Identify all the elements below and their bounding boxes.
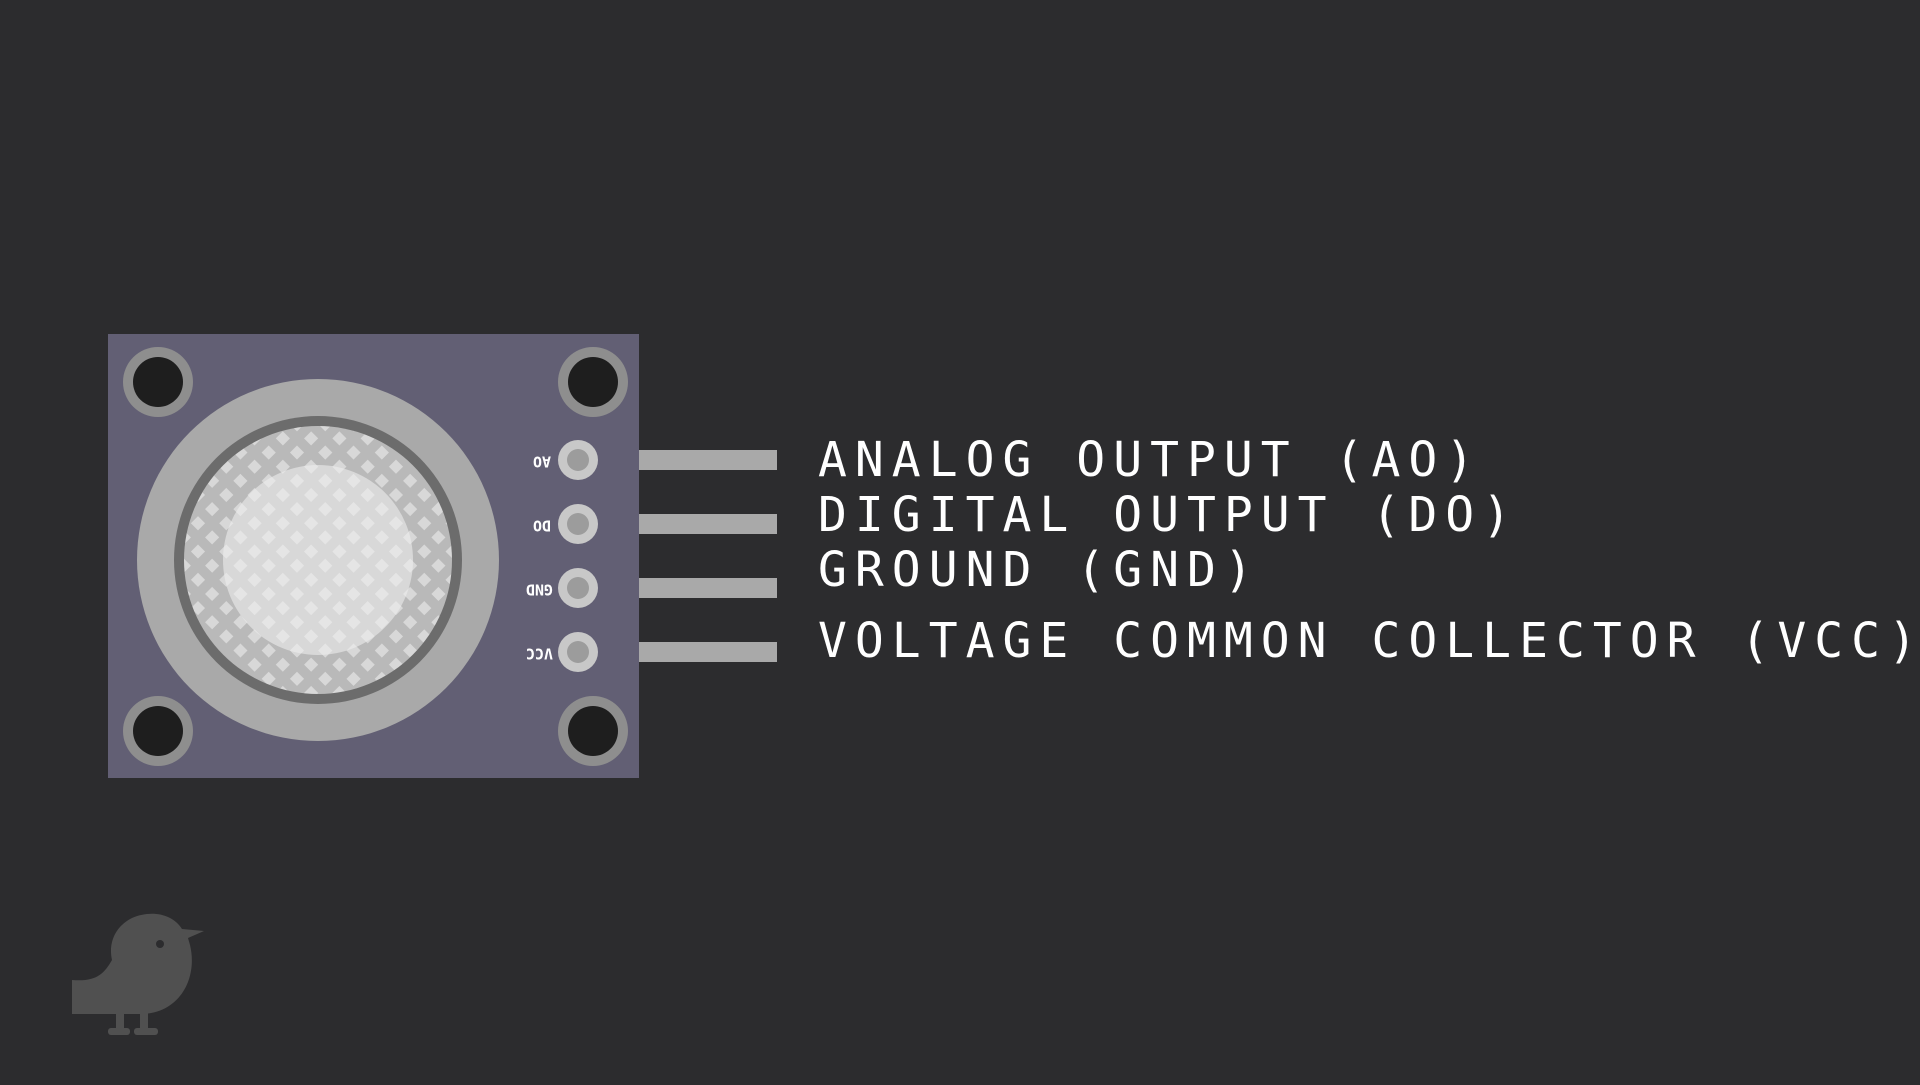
- mounting-hole-bottom-right: [558, 696, 628, 766]
- pin-wire-vcc: [639, 642, 777, 662]
- pin-description-vcc: VOLTAGE COMMON COLLECTOR (VCC): [818, 613, 1920, 669]
- pin-description-ao: ANALOG OUTPUT (AO): [818, 432, 1482, 488]
- pin-row-3: VCC VOLTAGE COMMON COLLECTOR (VCC): [526, 613, 1920, 672]
- mounting-hole-bottom-left: [123, 696, 193, 766]
- pin-row-2: GND GROUND (GND): [526, 542, 1261, 608]
- board-label-do: DO: [533, 517, 551, 535]
- mounting-hole-top-right: [558, 347, 628, 417]
- mounting-hole-top-left: [123, 347, 193, 417]
- pin-row-1: DO DIGITAL OUTPUT (DO): [533, 487, 1519, 544]
- pin-description-do: DIGITAL OUTPUT (DO): [818, 487, 1519, 543]
- pin-wire-gnd: [639, 578, 777, 598]
- board-label-gnd: GND: [526, 581, 553, 599]
- gas-sensor-element: [137, 379, 499, 741]
- pin-wire-ao: [639, 450, 777, 470]
- board-label-vcc: VCC: [526, 645, 553, 663]
- bird-logo-icon: [72, 913, 204, 1035]
- pin-description-gnd: GROUND (GND): [818, 542, 1261, 598]
- pin-row-0: AO ANALOG OUTPUT (AO): [533, 432, 1482, 488]
- board-label-ao: AO: [533, 453, 551, 471]
- pin-wire-do: [639, 514, 777, 534]
